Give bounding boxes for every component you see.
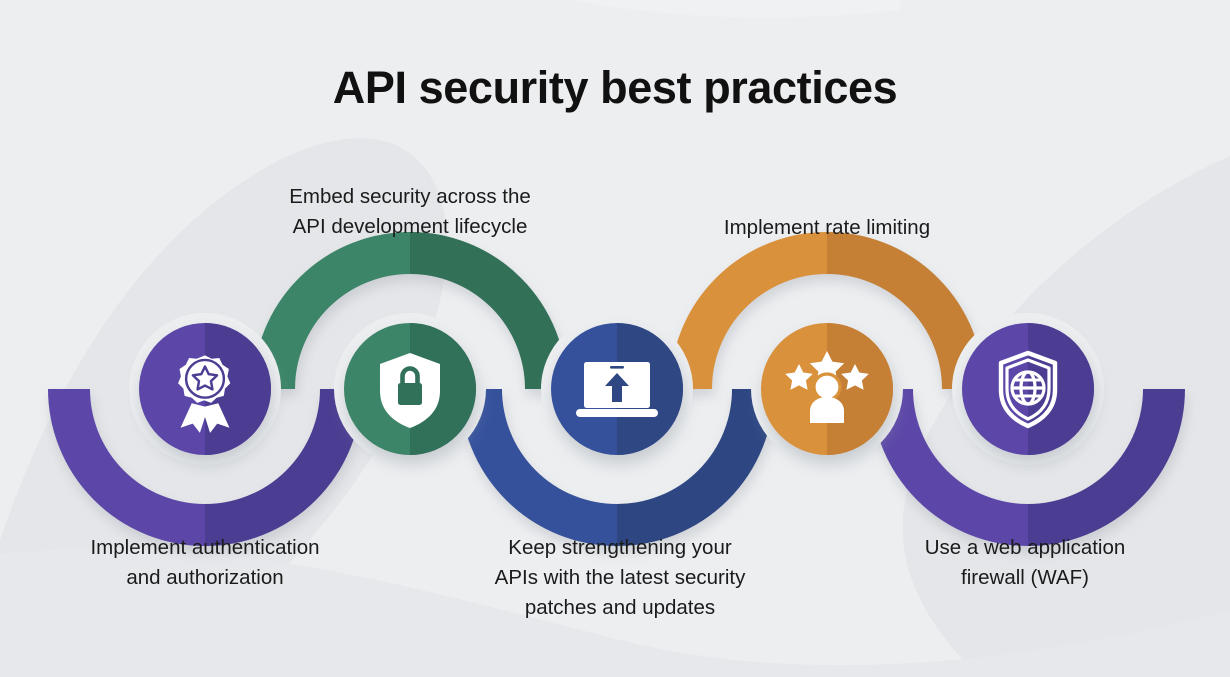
background-blob-top [571,0,900,18]
arc-step-5 [871,388,1185,546]
caption-step-2: Embed security across the API developmen… [289,185,531,238]
node-2-disc-shade [410,323,476,455]
laptop-upload-icon [576,362,658,417]
arc-step-3 [460,388,774,546]
caption-step-1: Implement authentication and authorizati… [90,536,320,589]
caption-step-3: Keep strengthening your APIs with the la… [494,536,746,619]
award-badge-icon [178,355,231,433]
background-blob-bottom [0,548,1230,677]
arc-step-3-left [460,388,617,546]
arc-step-1-right [205,388,362,546]
arc-step-3-right [617,388,774,546]
arc-step-1-left [48,388,205,546]
arc-step-4 [670,232,984,390]
arc-step-4-right [827,232,984,390]
arc-step-2-right [410,232,567,390]
caption-step-5: Use a web application firewall (WAF) [924,536,1126,589]
shield-globe-icon [998,350,1058,429]
arc-step-2-left [253,232,410,390]
arc-step-4-left [670,232,827,390]
user-stars-rating-icon [785,351,869,423]
arc-step-1 [48,388,362,546]
caption-step-4: Implement rate limiting [723,216,931,239]
shield-lock-icon [380,353,440,428]
node-5-disc-shade [1028,323,1094,455]
arc-step-5-right [1028,388,1185,546]
page-title: API security best practices [332,62,898,113]
arc-step-5-left [871,388,1028,546]
arc-step-2 [253,232,567,390]
